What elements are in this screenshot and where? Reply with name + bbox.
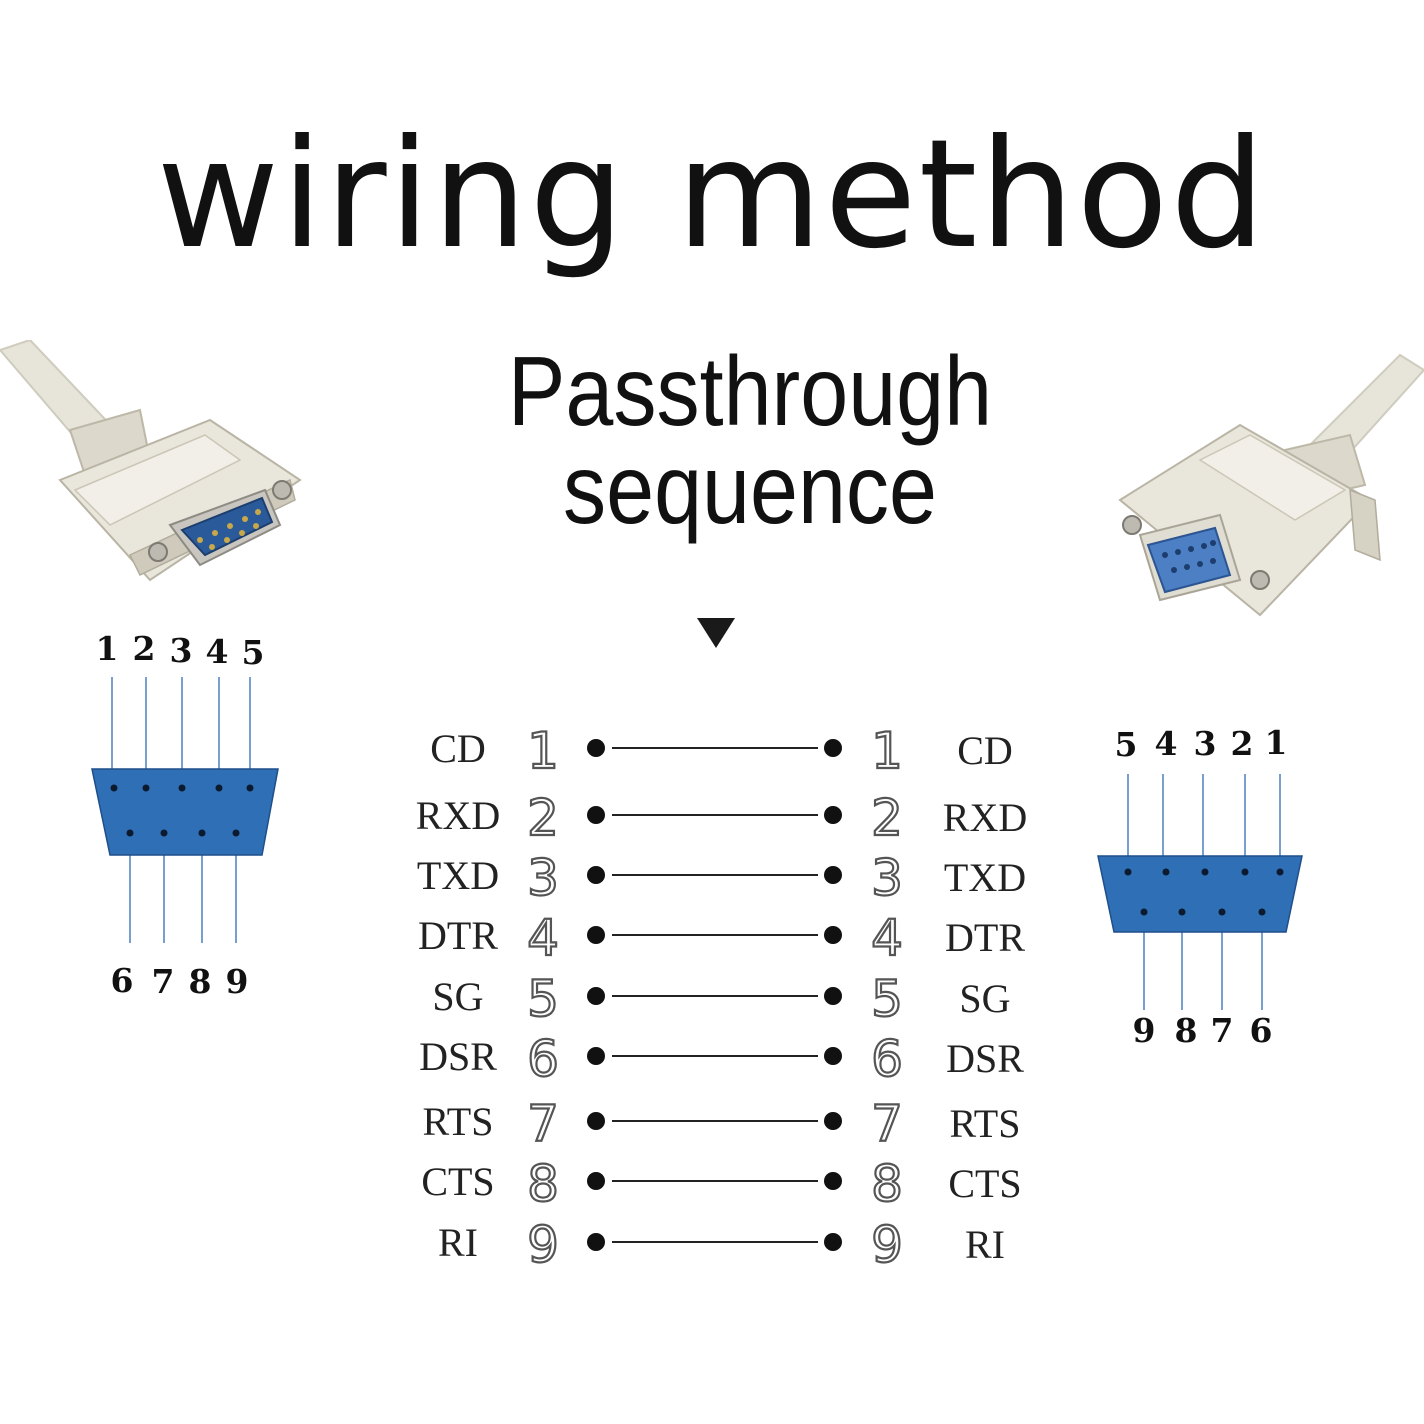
left-connector-face (91, 768, 279, 856)
right-pin-number: 2 (871, 789, 903, 847)
left-pin-dot (587, 866, 605, 884)
right-pin-dot (824, 987, 842, 1005)
left-pin-number: 2 (527, 789, 559, 847)
down-arrow-icon (697, 618, 735, 648)
right-pin-dot (824, 739, 842, 757)
left-pin-label-top: 4 (206, 632, 229, 671)
right-signal-label: RXD (943, 795, 1027, 840)
left-signal-label: CD (430, 726, 486, 771)
left-pin-label-bottom: 6 (111, 961, 134, 1000)
left-pin-label-top: 1 (96, 629, 119, 668)
right-signal-label: CTS (948, 1161, 1021, 1206)
left-pin-dot (587, 987, 605, 1005)
right-pin-label-bottom: 8 (1175, 1011, 1198, 1050)
left-pin-label-top: 5 (242, 633, 265, 672)
left-pin-dot (587, 1172, 605, 1190)
right-pin-label-bottom: 9 (1133, 1011, 1156, 1050)
left-pin-dot (587, 1047, 605, 1065)
left-pin-label-bottom: 9 (226, 962, 249, 1001)
right-pin-dot (824, 866, 842, 884)
right-signal-label: DTR (945, 915, 1025, 960)
left-pinout-diagram: 1 2 3 4 5 6 7 8 9 (91, 629, 279, 1001)
right-pin-label-top: 4 (1155, 724, 1178, 763)
right-pin-number: 8 (871, 1155, 903, 1213)
left-pin-dot (587, 739, 605, 757)
right-pin-number: 6 (871, 1030, 903, 1088)
left-signal-label: RTS (423, 1099, 494, 1144)
right-pin-label-top: 5 (1115, 725, 1138, 764)
right-signal-label: DSR (946, 1036, 1024, 1081)
left-pin-dot (587, 1233, 605, 1251)
right-pin-label-bottom: 6 (1250, 1011, 1273, 1050)
left-pin-number: 5 (527, 970, 559, 1028)
right-pin-number: 7 (871, 1095, 903, 1153)
right-pin-number: 3 (871, 849, 903, 907)
right-pin-label-bottom: 7 (1211, 1011, 1234, 1050)
left-pin-number: 1 (527, 722, 559, 780)
right-pin-dot (824, 1112, 842, 1130)
right-pin-number: 5 (871, 970, 903, 1028)
right-pin-dot (824, 806, 842, 824)
left-pin-number: 7 (527, 1095, 559, 1153)
left-pin-number: 4 (527, 909, 559, 967)
right-pin-dot (824, 1172, 842, 1190)
left-pin-number: 3 (527, 849, 559, 907)
page-subtitle: Passthrough sequence (507, 336, 993, 544)
right-signal-label: RTS (950, 1101, 1021, 1146)
female-db9-connector-illustration (1118, 353, 1424, 617)
right-pin-label-top: 1 (1265, 723, 1288, 762)
left-pin-number: 6 (527, 1030, 559, 1088)
left-signal-label: RI (438, 1220, 478, 1265)
right-connector-face (1097, 855, 1303, 933)
left-pin-label-top: 3 (170, 631, 193, 670)
left-signal-label: CTS (421, 1159, 494, 1204)
right-signal-label: CD (957, 728, 1013, 773)
right-signal-label: SG (959, 976, 1010, 1021)
right-pin-label-top: 3 (1194, 724, 1217, 763)
left-signal-label: DTR (418, 913, 498, 958)
left-pin-dot (587, 806, 605, 824)
left-signal-label: SG (432, 974, 483, 1019)
left-pin-number: 8 (527, 1155, 559, 1213)
left-pin-dot (587, 926, 605, 944)
right-pinout-diagram: 5 4 3 2 1 9 8 7 6 (1097, 723, 1303, 1050)
right-pin-dot (824, 926, 842, 944)
page-title: wiring method (156, 108, 1268, 282)
left-pin-label-top: 2 (133, 629, 156, 668)
left-signal-label: RXD (416, 793, 500, 838)
left-pin-number: 9 (527, 1216, 559, 1274)
left-pin-label-bottom: 7 (152, 962, 175, 1001)
right-pin-number: 4 (871, 909, 903, 967)
left-pin-label-bottom: 8 (189, 962, 212, 1001)
right-signal-label: RI (965, 1222, 1005, 1267)
left-signal-label: DSR (419, 1034, 497, 1079)
left-signal-label: TXD (417, 853, 499, 898)
right-pin-label-top: 2 (1231, 724, 1254, 763)
right-signal-label: TXD (944, 855, 1026, 900)
passthrough-wiring-table: CD 1 1 CD RXD 2 2 RXD TXD 3 3 TXD DTR 4 4 DTR SG 5 5 SG DSR 6… (416, 721, 1027, 1275)
left-pin-dot (587, 1112, 605, 1130)
right-pin-dot (824, 1047, 842, 1065)
right-pin-number: 9 (871, 1216, 903, 1274)
right-pin-dot (824, 1233, 842, 1251)
male-db9-connector-illustration (0, 340, 302, 582)
right-pin-number: 1 (871, 722, 903, 780)
